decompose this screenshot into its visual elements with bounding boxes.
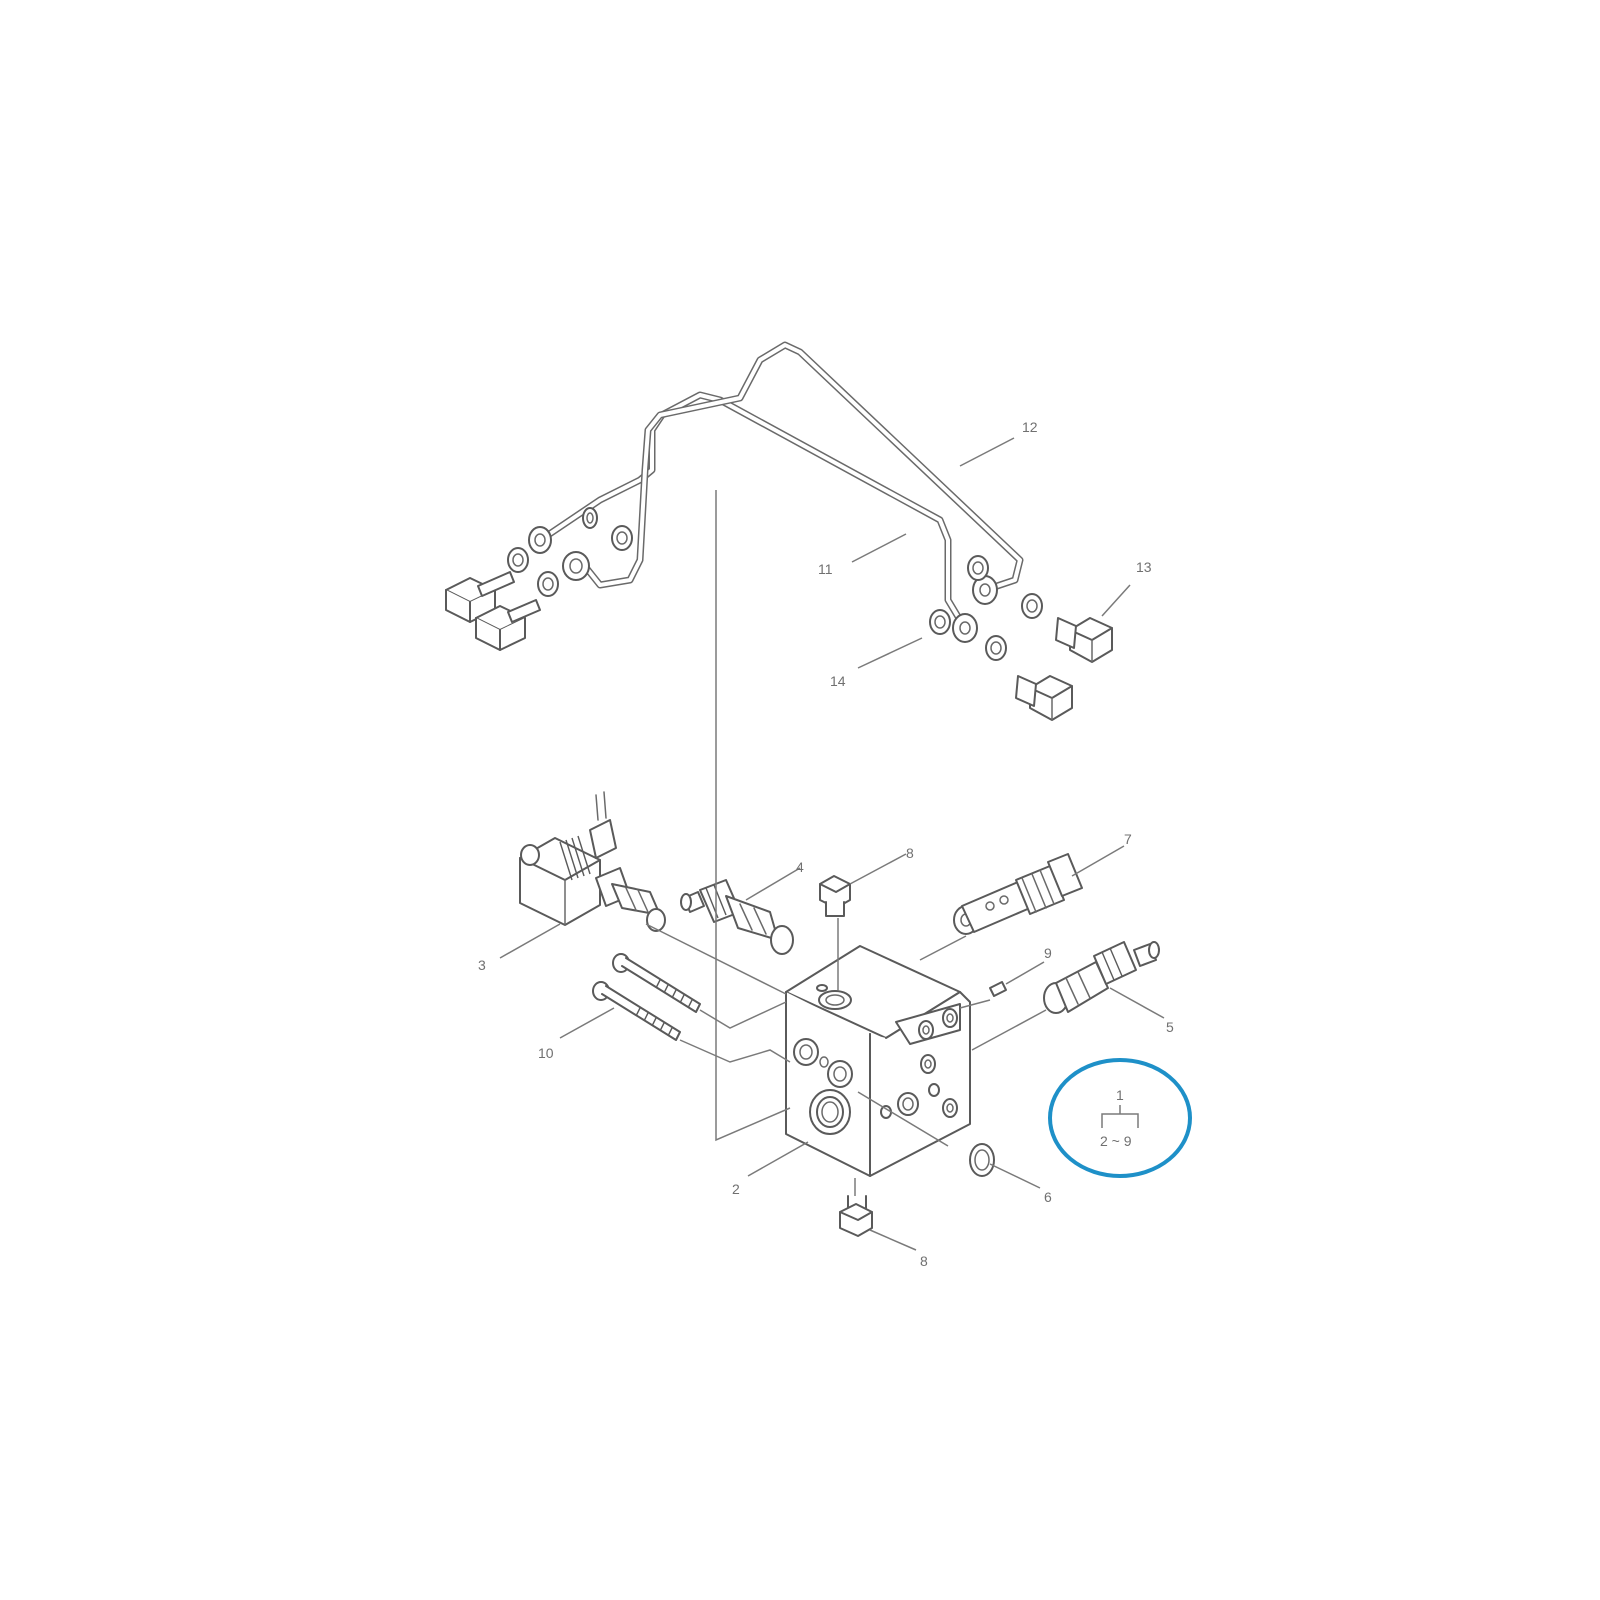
callout-9: 9 (1044, 945, 1052, 961)
plug-8-top (819, 875, 851, 917)
pipe-11-tube (544, 391, 964, 624)
banjo-bolt-left-2 (475, 599, 541, 651)
banjo-bolt-13-lower (1015, 675, 1073, 721)
callout-labels: 12 11 13 14 3 4 8 7 9 5 10 2 6 8 (478, 419, 1174, 1269)
callout-5: 5 (1166, 1019, 1174, 1035)
callout-4: 4 (796, 859, 804, 875)
long-bolt-10-lower (592, 981, 681, 1041)
callout-14: 14 (830, 673, 846, 689)
pin-9 (989, 981, 1007, 997)
callout-2: 2 (732, 1181, 740, 1197)
valve-cartridge-5 (1043, 941, 1160, 1014)
alignment-lines (645, 490, 1047, 1196)
assembly-parent-label: 1 (1116, 1087, 1124, 1103)
callout-leaders (499, 437, 1165, 1251)
assembly-note: 1 2 ~ 9 (1100, 1087, 1139, 1149)
valve-cartridge-4 (680, 879, 794, 955)
callout-8-bottom: 8 (920, 1253, 928, 1269)
banjo-fitting-left-upper (528, 526, 552, 554)
callout-7: 7 (1124, 831, 1132, 847)
callout-8-top: 8 (906, 845, 914, 861)
banjo-fitting-right-lower (952, 613, 978, 643)
callout-12: 12 (1022, 419, 1038, 435)
banjo-fitting-right-upper (972, 575, 998, 605)
callout-6: 6 (1044, 1189, 1052, 1205)
plug-8-bottom (839, 1195, 873, 1237)
circle-highlight-icon (1048, 1058, 1192, 1178)
o-ring-6 (969, 1143, 995, 1177)
pipe-12-tube (576, 341, 1024, 594)
solenoid-valve-3 (519, 791, 666, 932)
assembly-range-label: 2 ~ 9 (1100, 1133, 1132, 1149)
callout-11: 11 (818, 561, 833, 577)
relief-valve-7 (953, 853, 1083, 935)
callout-10: 10 (538, 1045, 554, 1061)
callout-3: 3 (478, 957, 486, 973)
callout-13: 13 (1136, 559, 1152, 575)
valve-block-2 (785, 945, 971, 1177)
banjo-fitting-left-lower (562, 551, 590, 581)
long-bolt-10-upper (612, 953, 701, 1013)
banjo-bolt-13-upper (1055, 617, 1113, 663)
washer-14-set (507, 507, 1043, 661)
